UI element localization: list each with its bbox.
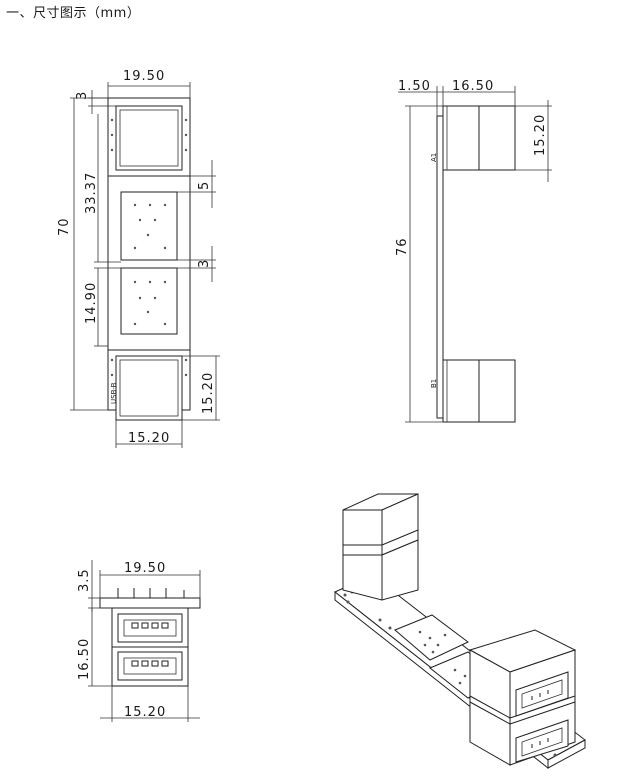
- dim-front-height: 16.50: [77, 638, 92, 680]
- dim-side-pcb-thickness: 1.50: [398, 79, 431, 94]
- dim-front-connector-width: 15.20: [124, 705, 166, 720]
- top-view-connector-top: [115, 105, 183, 171]
- top-view-pad-upper: [120, 191, 178, 261]
- dim-top-upper-span: 33.37: [84, 172, 99, 214]
- iso-connector-rear: [342, 493, 419, 601]
- top-view-connector-bottom: [115, 355, 183, 421]
- dim-top-lower-span: 14.90: [84, 282, 99, 324]
- dim-front-offset: 3.5: [77, 568, 92, 592]
- page-heading: 一、尺寸图示（mm）: [6, 6, 141, 21]
- pcb-marking: USB-B: [110, 382, 118, 404]
- side-view: A1 B1 1.50 16.50 15.20 76: [395, 79, 552, 423]
- side-view-pcb: [436, 115, 444, 419]
- front-view-pcb: [99, 597, 201, 609]
- dim-top-pad-gap: 3: [197, 259, 212, 268]
- front-view: 19.50 3.5 16.50 15.20: [77, 560, 201, 722]
- side-marking-bottom: B1: [430, 379, 438, 388]
- dim-top-width: 19.50: [123, 69, 165, 84]
- iso-connector-front: [468, 629, 577, 766]
- top-view-pad-lower: [120, 267, 178, 335]
- dim-top-connector-width: 15.20: [128, 431, 170, 446]
- front-port-upper: [117, 613, 183, 643]
- iso-pad-upper: [394, 614, 469, 661]
- iso-view: [334, 493, 586, 770]
- dim-side-connector-depth: 16.50: [452, 79, 494, 94]
- dim-side-connector-height: 15.20: [533, 114, 548, 156]
- dim-top-tab: 3: [75, 91, 90, 100]
- dim-top-total: 70: [57, 217, 72, 236]
- front-port-lower: [117, 651, 183, 681]
- dim-side-total: 76: [395, 237, 410, 256]
- top-view: USB-B 19.50 3 70 33.37 14.90 5: [57, 69, 220, 448]
- dim-top-connector-height: 15.20: [201, 372, 216, 414]
- side-marking-top: A1: [430, 153, 438, 162]
- dim-front-width: 19.50: [124, 561, 166, 576]
- dim-top-pad-offset: 5: [197, 181, 212, 190]
